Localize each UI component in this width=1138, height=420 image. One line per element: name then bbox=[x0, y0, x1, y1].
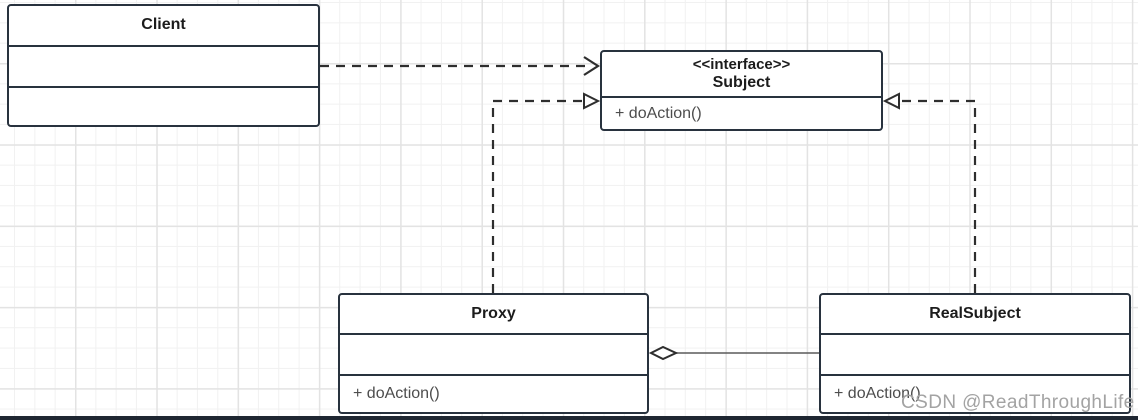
proxy-method-doaction: + doAction() bbox=[353, 385, 440, 402]
proxy-class-name: Proxy bbox=[471, 304, 516, 322]
hollow-triangle-icon-realsubject bbox=[882, 92, 900, 110]
client-methods-compartment bbox=[9, 86, 318, 125]
realization-edge-realsubject-subject bbox=[900, 99, 977, 293]
realization-edge-proxy-subject bbox=[491, 99, 583, 293]
client-title-compartment: Client bbox=[9, 6, 318, 45]
class-box-proxy: Proxy + doAction() bbox=[338, 293, 649, 414]
realsubject-method-doaction: + doAction() bbox=[834, 385, 921, 402]
proxy-methods-compartment: + doAction() bbox=[340, 374, 647, 412]
subject-methods-compartment: + doAction() bbox=[602, 96, 881, 129]
csdn-watermark: CSDN @ReadThroughLife bbox=[901, 392, 1135, 413]
hollow-diamond-icon bbox=[648, 345, 679, 361]
open-arrowhead-icon bbox=[583, 56, 601, 76]
proxy-title-compartment: Proxy bbox=[340, 295, 647, 333]
bottom-edge-bar bbox=[0, 416, 1138, 420]
client-attributes-compartment bbox=[9, 45, 318, 86]
realsubject-class-name: RealSubject bbox=[929, 304, 1021, 322]
class-box-realsubject: RealSubject + doAction() bbox=[819, 293, 1131, 414]
subject-method-doaction: + doAction() bbox=[615, 104, 702, 122]
client-class-name: Client bbox=[141, 16, 186, 34]
realsubject-attributes-compartment bbox=[821, 333, 1129, 374]
subject-title-compartment: <<interface>> Subject bbox=[602, 52, 881, 96]
realsubject-title-compartment: RealSubject bbox=[821, 295, 1129, 333]
proxy-attributes-compartment bbox=[340, 333, 647, 374]
class-box-subject-interface: <<interface>> Subject + doAction() bbox=[600, 50, 883, 131]
realsubject-methods-compartment: + doAction() bbox=[821, 374, 1129, 412]
class-box-client: Client bbox=[7, 4, 320, 127]
hollow-triangle-icon-proxy bbox=[583, 92, 601, 110]
subject-stereotype: <<interface>> bbox=[692, 55, 791, 73]
subject-class-name: Subject bbox=[712, 73, 771, 91]
